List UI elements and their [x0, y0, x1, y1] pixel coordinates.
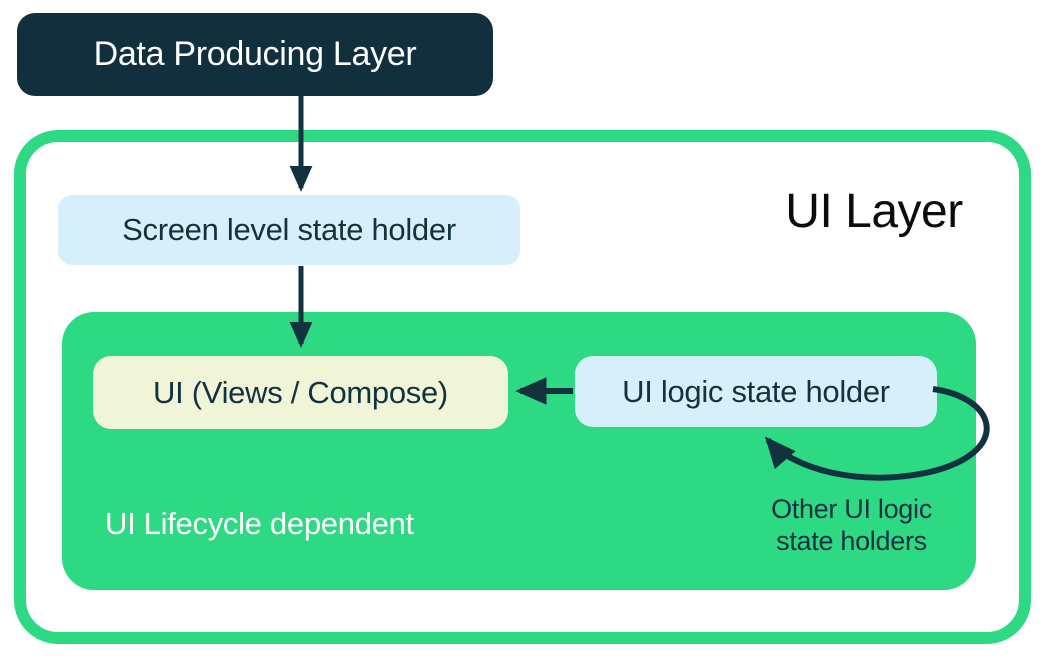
ui-layer-title: UI Layer	[785, 185, 963, 238]
ui-logic-state-holder-node: UI logic state holder	[575, 356, 937, 427]
ui-lifecycle-dependent-label: UI Lifecycle dependent	[105, 506, 414, 541]
data-producing-layer-node: Data Producing Layer	[17, 13, 493, 96]
other-ui-logic-state-holders-line1: Other UI logic	[771, 494, 932, 524]
other-ui-logic-state-holders-label: Other UI logic state holders	[744, 494, 959, 558]
other-ui-logic-state-holders-line2: state holders	[776, 525, 927, 556]
screen-level-state-holder-node: Screen level state holder	[58, 195, 520, 265]
ui-views-compose-node: UI (Views / Compose)	[93, 356, 508, 429]
